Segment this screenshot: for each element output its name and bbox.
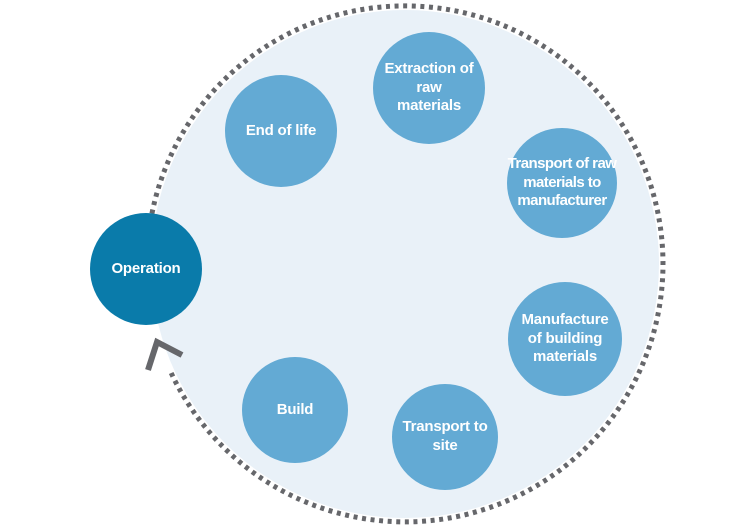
- node-transport-to-site: Transport to site: [392, 384, 498, 490]
- node-operation: Operation: [90, 213, 202, 325]
- node-transport-raw-label: Transport of raw materials to manufactur…: [507, 154, 617, 210]
- cycle-direction-arrow-icon: [145, 337, 184, 371]
- node-manufacture-of-building-materials: Manufacture of building materials: [508, 282, 622, 396]
- node-build: Build: [242, 357, 348, 463]
- cycle-dotted-ring: [146, 3, 666, 525]
- node-end-of-life-label: End of life: [245, 121, 317, 139]
- node-extraction-label: Extraction of raw materials: [384, 59, 474, 115]
- node-extraction-of-raw-materials: Extraction of raw materials: [373, 32, 485, 144]
- node-transport-site-label: Transport to site: [402, 418, 488, 454]
- node-transport-of-raw-materials: Transport of raw materials to manufactur…: [507, 128, 617, 238]
- node-build-label: Build: [276, 400, 314, 418]
- node-manufacture-label: Manufacture of building materials: [521, 310, 609, 366]
- node-operation-label: Operation: [111, 259, 181, 277]
- node-end-of-life: End of life: [225, 75, 337, 187]
